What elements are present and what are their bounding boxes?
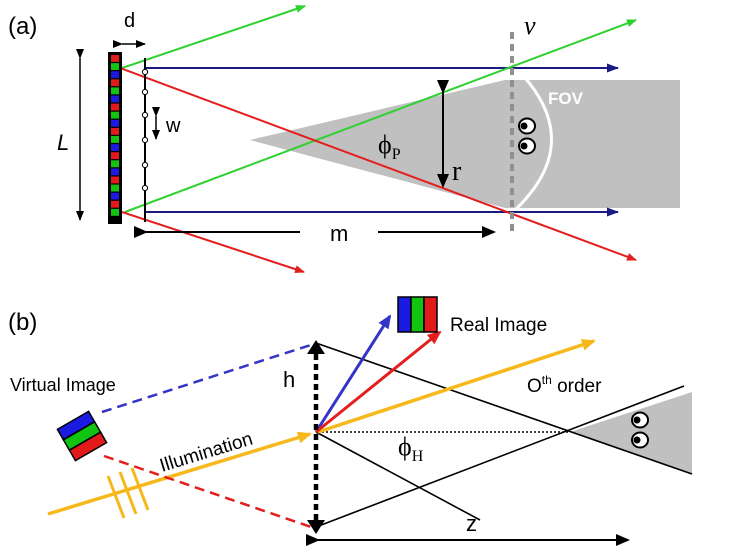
h-arrow-top: [307, 340, 325, 354]
panel-b: (b) ϕH Illumination: [8, 296, 693, 546]
m-label: m: [330, 221, 348, 246]
green-ray-bottom: [124, 19, 637, 213]
real-image-rgb-icon: [397, 296, 438, 333]
pixel-cell: [111, 119, 119, 127]
panel-a-label: (a): [8, 13, 37, 40]
pixel-cell: [111, 103, 119, 111]
fov-arc: [511, 63, 553, 214]
hologram-ray-bottom: [315, 385, 685, 528]
green-ray-top: [121, 5, 306, 69]
pixel-cell: [111, 79, 119, 87]
real-image-label: Real Image: [450, 315, 547, 336]
pixel-cell: [111, 192, 119, 200]
fov-gray-region: [250, 80, 680, 208]
wavefront-ticks: [106, 467, 150, 519]
pixel-cell: [111, 55, 119, 62]
red-ray-bottom: [121, 211, 305, 273]
virtual-ray-red: [103, 454, 315, 530]
pixel-cell: [111, 144, 119, 151]
pixel-cell: [111, 176, 119, 184]
illumination-label: Illumination: [157, 429, 255, 477]
zeroth-order-label: Oth order: [527, 373, 602, 397]
pixel-display-strip: [108, 52, 122, 224]
pixel-cell: [111, 200, 119, 208]
pixel-cells: [111, 55, 119, 216]
eyes-icon: [631, 411, 649, 449]
virtual-image-label: Virtual Image: [10, 375, 116, 395]
virtual-image-rgb-icon: [56, 410, 108, 462]
hologram-ray-top: [315, 342, 693, 475]
illumination-beam: [47, 431, 312, 516]
pixel-cell: [111, 136, 119, 143]
aperture-hole: [141, 68, 149, 76]
real-ray-red: [315, 330, 442, 434]
pixel-cell: [111, 71, 119, 79]
L-label: L: [57, 130, 69, 155]
pixel-cell: [111, 87, 119, 95]
aperture-hole: [141, 184, 149, 192]
pixel-cell: [111, 184, 119, 192]
pixel-cell: [111, 208, 119, 216]
aperture-holes: [141, 68, 149, 192]
viewing-gray-region: [570, 392, 692, 474]
pixel-cell: [111, 111, 119, 119]
pixel-cell: [111, 95, 119, 103]
v-label: v: [524, 11, 536, 40]
r-label: r: [452, 156, 462, 187]
virtual-ray-blue: [101, 342, 315, 414]
red-ray-top: [119, 67, 637, 261]
pixel-cell: [111, 168, 119, 176]
pixel-cell: [111, 152, 119, 160]
panel-a: (a) FOV v: [8, 5, 680, 273]
aperture-hole: [141, 161, 149, 169]
aperture-hole: [141, 88, 149, 96]
w-label: w: [165, 115, 181, 137]
panel-b-label: (b): [8, 309, 37, 336]
aperture-hole: [141, 136, 149, 144]
phi-p-label: ϕP: [378, 130, 401, 163]
h-label: h: [283, 367, 295, 392]
real-ray-blue: [314, 314, 392, 433]
eyes-icon: [518, 117, 536, 155]
aperture-hole: [141, 111, 149, 119]
phi-h-label: ϕH: [398, 432, 424, 465]
pixel-cell: [111, 160, 119, 168]
diffracted-ray: [315, 431, 481, 521]
z-label: z: [466, 511, 477, 536]
fov-label: FOV: [548, 89, 584, 108]
zeroth-order-beam: [317, 339, 596, 434]
h-arrow-bottom: [307, 520, 325, 534]
pixel-cell: [111, 63, 119, 70]
pixel-cell: [111, 127, 119, 135]
d-label: d: [124, 10, 135, 32]
